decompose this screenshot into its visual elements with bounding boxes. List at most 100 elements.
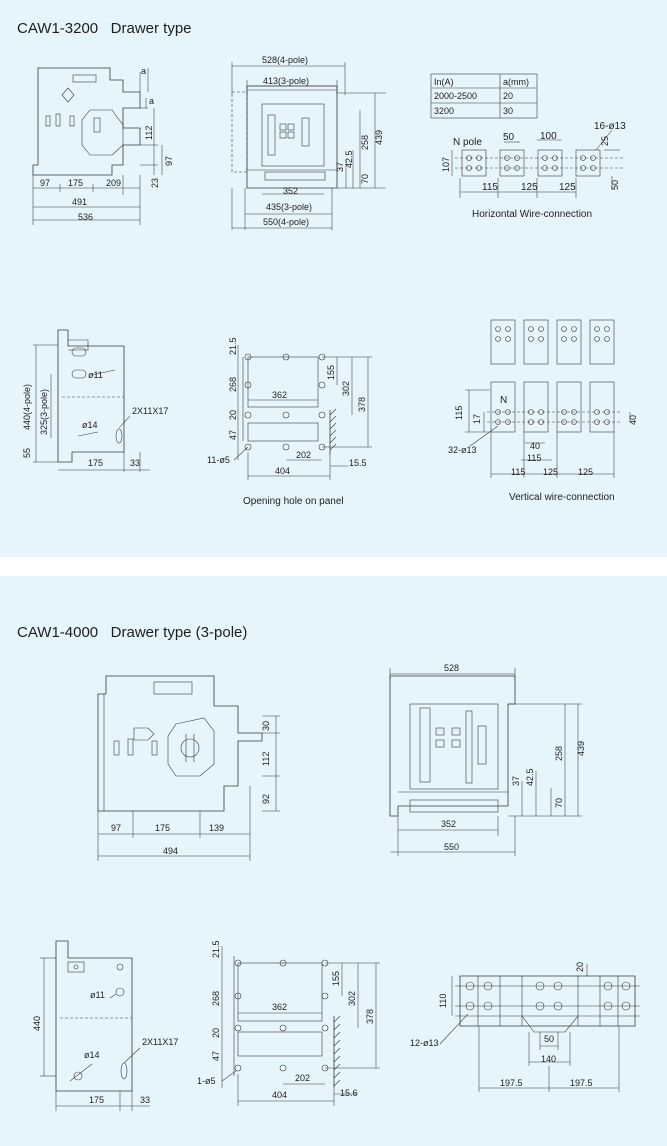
label-32-holes: 32-ø13 — [448, 445, 477, 455]
caw1-3200-drawings: 97 175 209 491 536 a a 112 97 23 — [22, 55, 638, 507]
dim-439: 439 — [374, 130, 384, 145]
dim-o11: ø11 — [88, 370, 103, 380]
section-title: CAW1-4000 Drawer type (3-pole) — [17, 624, 248, 641]
table-cell-r2c1: 3200 — [434, 106, 454, 116]
dim-20: 20 — [211, 1028, 221, 1038]
dim-50-side: 50 — [610, 180, 620, 190]
dim-21-5: 21.5 — [211, 940, 221, 958]
busbar-4000: 20 110 12-ø13 50 140 197.5 197.5 — [410, 962, 640, 1092]
table-cell-r2c2: 30 — [503, 106, 513, 116]
dim-42-5: 42.5 — [525, 768, 535, 786]
caption-horizontal: Horizontal Wire-connection — [472, 209, 592, 220]
dim-23: 23 — [150, 178, 160, 188]
dim-70: 70 — [554, 798, 564, 808]
dim-435-3pole: 435(3-pole) — [266, 202, 312, 212]
dim-491: 491 — [72, 197, 87, 207]
dim-202: 202 — [296, 450, 311, 460]
cutout-side-3200: 440(4-pole) 325(3-pole) ø11 ø14 2X11X17 … — [22, 329, 168, 472]
dim-440: 440 — [32, 1016, 42, 1031]
dim-125-a: 125 — [521, 182, 538, 193]
panel-hole-4000: 21.5 155 268 302 378 362 20 47 202 1-ø5 … — [197, 940, 380, 1106]
dim-42-5: 42.5 — [344, 150, 354, 168]
panel-hole-3200: 21.5 155 268 302 378 362 20 47 202 11-ø5… — [207, 337, 372, 507]
label-slot: 2X11X17 — [132, 406, 168, 416]
dim-55: 55 — [22, 448, 32, 458]
dim-325-3pole: 325(3-pole) — [39, 389, 49, 435]
dim-15-6: 15.6 — [340, 1088, 358, 1098]
dim-20: 20 — [575, 962, 585, 972]
dim-115-row: 115 — [511, 467, 525, 477]
dim-20: 20 — [228, 410, 238, 420]
dim-115-bottom: 115 — [527, 453, 541, 463]
dim-125-row-a: 125 — [543, 467, 558, 477]
dim-100: 100 — [540, 131, 557, 142]
label-16-holes: 16-ø13 — [594, 121, 626, 132]
table-header-a: a(mm) — [503, 77, 529, 87]
dim-125-row-b: 125 — [578, 467, 593, 477]
dim-o11: ø11 — [90, 990, 105, 1000]
dim-302: 302 — [341, 381, 351, 396]
dim-378: 378 — [365, 1009, 375, 1024]
dim-97-right: 97 — [164, 156, 174, 166]
dim-40-bottom: 40 — [530, 441, 540, 451]
dim-378: 378 — [357, 397, 367, 412]
dim-197-5-b: 197.5 — [570, 1078, 593, 1088]
dim-15-5: 15.5 — [349, 458, 367, 468]
side-view-3200: 97 175 209 491 536 a a 112 97 23 — [32, 66, 174, 225]
dim-550-4pole: 550(4-pole) — [263, 217, 309, 227]
dim-202: 202 — [295, 1073, 310, 1083]
dim-155: 155 — [331, 971, 341, 986]
dim-197-5-a: 197.5 — [500, 1078, 523, 1088]
dim-209: 209 — [106, 178, 121, 188]
dim-50: 50 — [544, 1034, 554, 1044]
dim-268: 268 — [228, 377, 238, 392]
dim-404: 404 — [272, 1090, 287, 1100]
front-view-4000: 528 258 439 37 42.5 70 352 550 — [389, 663, 586, 856]
caption-panel-hole: Opening hole on panel — [243, 496, 344, 507]
dim-258: 258 — [554, 746, 564, 761]
dim-30: 30 — [261, 721, 271, 731]
dim-25: 25 — [600, 136, 610, 146]
dim-112: 112 — [144, 126, 154, 140]
dim-33-cut: 33 — [130, 458, 140, 468]
dim-440-4pole: 440(4-pole) — [22, 384, 32, 430]
dim-a-top: a — [141, 66, 146, 76]
section-title: CAW1-3200 Drawer type — [17, 20, 192, 37]
dim-439: 439 — [576, 741, 586, 756]
dim-47: 47 — [211, 1051, 221, 1061]
dim-47: 47 — [228, 430, 238, 440]
dim-175: 175 — [89, 1095, 104, 1105]
dim-175: 175 — [68, 178, 83, 188]
dim-40-side: 40 — [628, 415, 638, 425]
dim-21-5: 21.5 — [228, 337, 238, 355]
table-header-in: In(A) — [434, 77, 454, 87]
label-n-pole: N pole — [453, 137, 482, 148]
dim-175: 175 — [155, 823, 170, 833]
dim-362: 362 — [272, 390, 287, 400]
dim-352: 352 — [441, 819, 456, 829]
dim-302: 302 — [347, 991, 357, 1006]
dim-110: 110 — [438, 994, 448, 1008]
dim-37: 37 — [335, 162, 345, 172]
caw1-4000-drawings: 30 112 92 97 175 139 494 — [32, 663, 640, 1111]
dim-92: 92 — [261, 794, 271, 804]
dim-o14: ø14 — [84, 1050, 100, 1060]
dim-139: 139 — [209, 823, 224, 833]
dim-175-cut: 175 — [88, 458, 103, 468]
cutout-side-4000: 440 ø11 ø14 2X11X17 175 33 — [32, 940, 178, 1111]
dim-50-top: 50 — [503, 132, 515, 143]
dim-413-3pole: 413(3-pole) — [263, 76, 309, 86]
dim-112: 112 — [261, 752, 271, 766]
table-cell-r1c1: 2000-2500 — [434, 91, 477, 101]
dim-352: 352 — [283, 186, 298, 196]
dim-37: 37 — [511, 776, 521, 786]
caption-vertical: Vertical wire-connection — [509, 492, 615, 503]
dim-140: 140 — [541, 1054, 556, 1064]
dim-107: 107 — [441, 157, 451, 172]
dim-a-mid: a — [149, 96, 154, 106]
label-slot: 2X11X17 — [142, 1037, 178, 1047]
dim-97: 97 — [40, 178, 50, 188]
dim-70: 70 — [360, 174, 370, 184]
dim-33: 33 — [140, 1095, 150, 1105]
dim-536: 536 — [78, 212, 93, 222]
